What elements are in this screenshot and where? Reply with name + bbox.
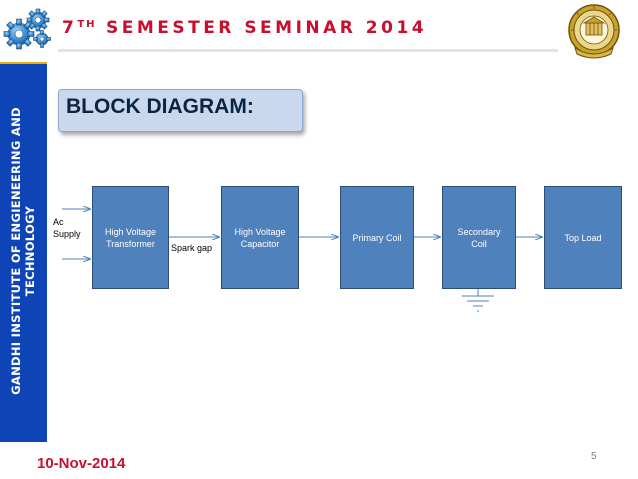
page-number: 5 xyxy=(591,451,597,462)
block-top-load: Top Load xyxy=(544,186,622,289)
slide-title: BLOCK DIAGRAM: xyxy=(66,95,254,118)
gears-icon xyxy=(2,6,54,52)
footer-date: 10-Nov-2014 xyxy=(37,455,126,472)
college-emblem-icon xyxy=(563,2,625,62)
ac-supply-label: Ac Supply xyxy=(53,217,81,239)
header-title: 7TH SEMESTER SEMINAR 2014 xyxy=(62,18,428,38)
ground-symbol xyxy=(462,289,494,312)
header-divider xyxy=(58,49,558,52)
block-primary-coil: Primary Coil xyxy=(340,186,414,289)
slide-title-box xyxy=(58,89,303,132)
spark-gap-label: Spark gap xyxy=(171,243,213,253)
side-banner xyxy=(0,62,47,442)
